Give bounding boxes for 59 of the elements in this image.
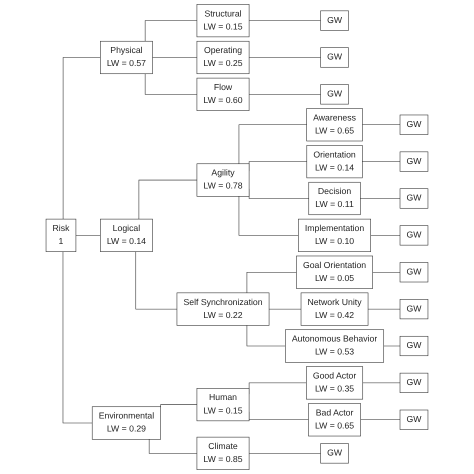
connector bbox=[136, 251, 178, 310]
connector bbox=[372, 272, 400, 273]
connector bbox=[362, 124, 400, 125]
node-box: Self Synchronization LW = 0.22 bbox=[176, 292, 270, 326]
node-box: Goal Orientation LW = 0.05 bbox=[296, 256, 373, 289]
node-box: Orientation LW = 0.14 bbox=[306, 145, 363, 178]
node-box: Logical LW = 0.14 bbox=[100, 218, 153, 252]
node-box: GW bbox=[400, 262, 428, 282]
connector bbox=[62, 57, 101, 220]
connector bbox=[362, 382, 400, 384]
node-box: Structural LW = 0.15 bbox=[196, 4, 250, 38]
node-box: Bad Actor LW = 0.65 bbox=[308, 403, 361, 436]
connector bbox=[246, 272, 297, 294]
node-box: GW bbox=[400, 114, 428, 135]
connector bbox=[148, 439, 198, 454]
connector bbox=[76, 235, 101, 236]
connector bbox=[362, 161, 400, 162]
node-box: GW bbox=[400, 299, 428, 320]
connector bbox=[238, 124, 307, 164]
connector bbox=[152, 57, 198, 58]
node-box: GW bbox=[400, 410, 428, 430]
node-box: Decision LW = 0.11 bbox=[308, 182, 361, 216]
node-box: Agility LW = 0.78 bbox=[196, 164, 250, 197]
node-box: Good Actor LW = 0.35 bbox=[306, 366, 364, 400]
connector bbox=[144, 73, 198, 95]
node-box: GW bbox=[320, 47, 349, 68]
node-box: GW bbox=[320, 10, 349, 31]
node-box: GW bbox=[400, 225, 428, 246]
connector bbox=[368, 308, 400, 310]
connector bbox=[268, 308, 302, 310]
connector bbox=[62, 251, 92, 424]
node-box: Human LW = 0.15 bbox=[196, 388, 250, 422]
connector bbox=[248, 453, 321, 454]
connector bbox=[138, 180, 198, 220]
node-box: Flow LW = 0.60 bbox=[196, 78, 250, 111]
connector bbox=[160, 404, 198, 408]
connector bbox=[246, 325, 286, 346]
connector bbox=[248, 20, 321, 21]
connector bbox=[248, 57, 321, 58]
node-box: Environmental LW = 0.29 bbox=[92, 406, 161, 440]
connector bbox=[144, 20, 198, 42]
node-box: GW bbox=[400, 336, 428, 356]
node-box: Autonomous Behavior LW = 0.53 bbox=[285, 329, 384, 363]
node-box: Climate LW = 0.85 bbox=[196, 436, 250, 470]
node-box: GW bbox=[400, 372, 428, 393]
node-box: Network Unity LW = 0.42 bbox=[300, 292, 368, 326]
node-box: Awareness LW = 0.65 bbox=[306, 108, 363, 142]
node-box: Risk 1 bbox=[46, 218, 76, 252]
connector bbox=[360, 198, 400, 199]
node-box: GW bbox=[320, 84, 349, 104]
node-box: Physical LW = 0.57 bbox=[100, 40, 153, 74]
node-box: GW bbox=[400, 188, 428, 209]
node-box: GW bbox=[320, 443, 349, 464]
connector bbox=[238, 196, 299, 236]
node-box: GW bbox=[400, 152, 428, 172]
node-box: Operating LW = 0.25 bbox=[196, 40, 250, 74]
node-box: Implementation LW = 0.10 bbox=[298, 218, 371, 252]
connector bbox=[248, 94, 321, 95]
connector bbox=[370, 235, 400, 236]
